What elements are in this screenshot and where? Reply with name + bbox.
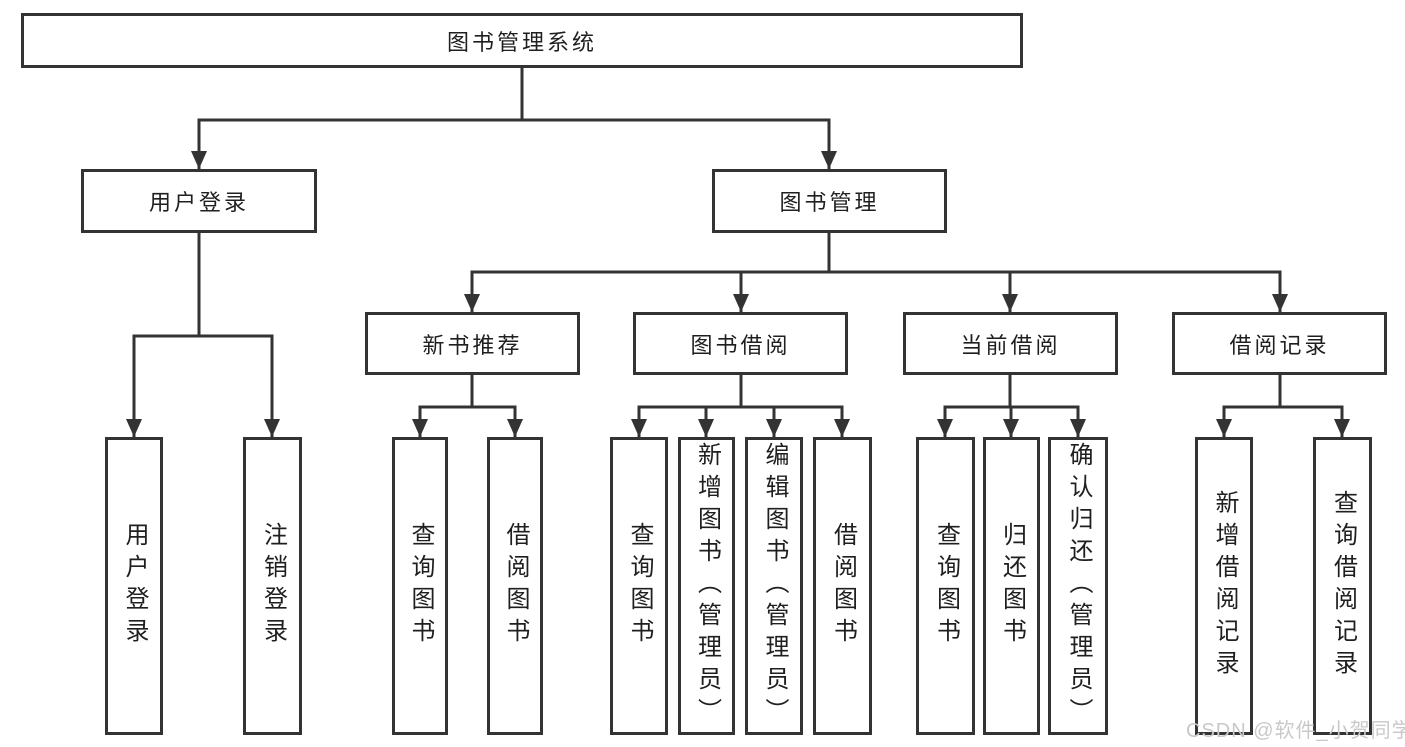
node-new-book-recommend: 新书推荐 (365, 312, 580, 375)
leaf-borrow-add-book: 新增图书（管理员） (678, 437, 735, 735)
leaf-borrow-borrow-book-label: 借阅图书 (829, 522, 857, 650)
leaf-user-login: 用户登录 (105, 437, 163, 735)
leaf-record-add: 新增借阅记录 (1195, 437, 1253, 735)
leaf-logout-label: 注销登录 (259, 522, 287, 650)
leaf-borrow-borrow-book: 借阅图书 (813, 437, 872, 735)
leaf-borrow-add-book-label: 新增图书（管理员） (693, 442, 721, 730)
node-book-management: 图书管理 (712, 169, 947, 233)
leaf-current-query-label: 查询图书 (932, 522, 960, 650)
leaf-borrow-edit-book: 编辑图书（管理员） (745, 437, 803, 735)
node-current-borrow: 当前借阅 (903, 312, 1118, 375)
node-borrow-record: 借阅记录 (1172, 312, 1387, 375)
leaf-newbook-query-label: 查询图书 (407, 522, 434, 650)
node-borrow-record-label: 借阅记录 (1229, 332, 1330, 358)
leaf-newbook-query: 查询图书 (392, 437, 448, 735)
node-book-borrow: 图书借阅 (633, 312, 848, 375)
leaf-current-return-label: 归还图书 (998, 522, 1026, 650)
leaf-current-return: 归还图书 (983, 437, 1040, 735)
leaf-borrow-query-label: 查询图书 (626, 522, 653, 650)
node-current-borrow-label: 当前借阅 (960, 332, 1061, 358)
node-root: 图书管理系统 (21, 13, 1023, 68)
leaf-current-confirm-return-label: 确认归还（管理员） (1065, 442, 1092, 730)
leaf-record-add-label: 新增借阅记录 (1211, 490, 1238, 682)
leaf-logout: 注销登录 (243, 437, 302, 735)
leaf-record-query: 查询借阅记录 (1313, 437, 1372, 735)
leaf-current-query: 查询图书 (916, 437, 975, 735)
node-root-label: 图书管理系统 (446, 29, 597, 55)
node-book-borrow-label: 图书借阅 (690, 332, 791, 358)
node-user-login-label: 用户登录 (148, 190, 249, 215)
leaf-current-confirm-return: 确认归还（管理员） (1048, 437, 1108, 735)
leaf-user-login-label: 用户登录 (121, 522, 148, 650)
node-new-book-recommend-label: 新书推荐 (422, 332, 523, 358)
csdn-watermark: CSDN @软件_小贺同学 (1186, 720, 1405, 742)
leaf-record-query-label: 查询借阅记录 (1329, 490, 1357, 682)
leaf-borrow-edit-book-label: 编辑图书（管理员） (761, 442, 788, 730)
leaf-newbook-borrow-label: 借阅图书 (502, 522, 529, 650)
node-user-login: 用户登录 (81, 169, 317, 233)
leaf-newbook-borrow: 借阅图书 (487, 437, 543, 735)
node-book-management-label: 图书管理 (779, 190, 880, 215)
leaf-borrow-query: 查询图书 (610, 437, 668, 735)
